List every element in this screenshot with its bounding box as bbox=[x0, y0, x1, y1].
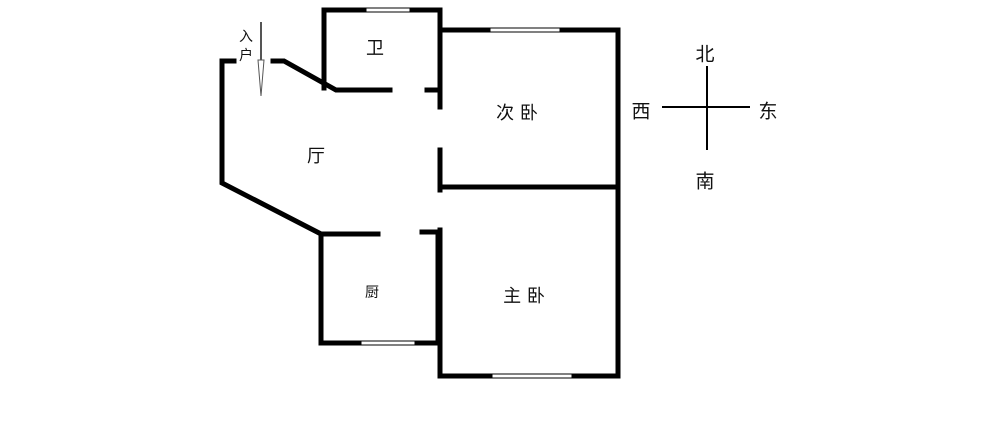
room-label-kitchen: 厨 bbox=[365, 285, 379, 301]
entrance-label-2: 户 bbox=[239, 48, 253, 64]
compass-west: 西 bbox=[631, 100, 651, 123]
room-label-master-bedroom: 主 卧 bbox=[503, 286, 545, 307]
compass-south: 南 bbox=[695, 170, 715, 193]
room-label-living-room: 厅 bbox=[307, 146, 325, 167]
kitchen-walls bbox=[318, 229, 441, 346]
entrance-arrow-icon bbox=[257, 22, 265, 97]
bathroom-window bbox=[365, 7, 411, 13]
compass-north: 北 bbox=[695, 43, 715, 66]
room-label-bathroom: 卫 bbox=[366, 38, 384, 59]
master-bedroom-walls bbox=[437, 227, 621, 379]
second-bedroom-walls bbox=[437, 27, 621, 379]
room-label-second-bedroom: 次 卧 bbox=[496, 103, 538, 124]
kitchen-window bbox=[360, 340, 416, 346]
living-room-walls bbox=[219, 58, 443, 238]
bathroom-walls bbox=[321, 7, 443, 110]
compass-cross-icon bbox=[662, 66, 750, 150]
compass-east: 东 bbox=[758, 100, 778, 123]
entrance-label-1: 入 bbox=[239, 29, 253, 45]
second-bedroom-window bbox=[489, 27, 561, 33]
master-bedroom-window bbox=[491, 373, 573, 379]
